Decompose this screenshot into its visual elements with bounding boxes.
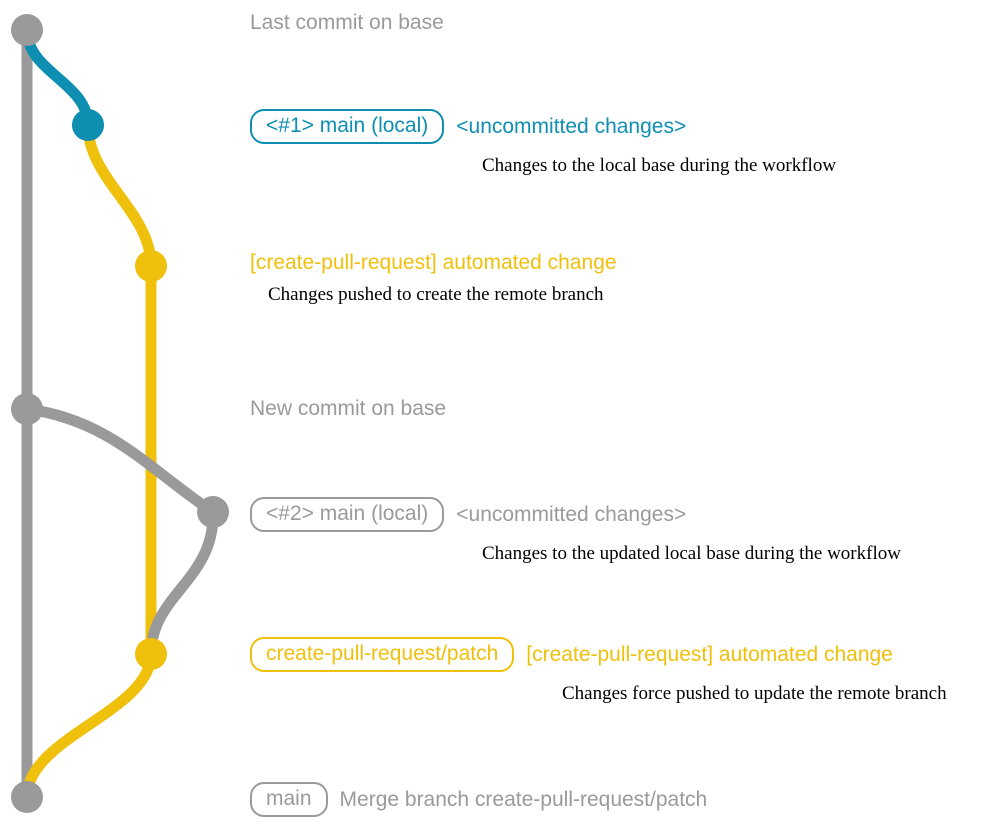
commit-row-automated-1: [create-pull-request] automated change C… bbox=[250, 252, 617, 304]
commit-node-patch-2[interactable] bbox=[135, 638, 167, 670]
commit-subject: [create-pull-request] automated change bbox=[526, 643, 893, 666]
commit-row-local-1: <#1> main (local) <uncommitted changes> … bbox=[250, 109, 836, 175]
commit-row-merge: main Merge branch create-pull-request/pa… bbox=[250, 782, 707, 817]
commit-node-local-2[interactable] bbox=[197, 496, 229, 528]
ref-badge-create-pull-request-patch[interactable]: create-pull-request/patch bbox=[250, 637, 515, 672]
commit-node-local-1[interactable] bbox=[72, 109, 104, 141]
commit-row-new-base: New commit on base bbox=[250, 398, 446, 419]
commit-node-merge[interactable] bbox=[11, 781, 43, 813]
commit-row-head: [create-pull-request] automated change bbox=[250, 252, 617, 273]
commit-row-head: main Merge branch create-pull-request/pa… bbox=[250, 782, 707, 817]
commit-subject: Last commit on base bbox=[250, 11, 444, 34]
ref-badge-main-local-1[interactable]: <#1> main (local) bbox=[250, 109, 445, 144]
commit-row-head: New commit on base bbox=[250, 398, 446, 419]
commit-note: Changes force pushed to update the remot… bbox=[562, 683, 947, 704]
ref-badge-main-local-2[interactable]: <#2> main (local) bbox=[250, 497, 445, 532]
commit-row-last-commit: Last commit on base bbox=[250, 12, 444, 33]
commit-subject: <uncommitted changes> bbox=[456, 115, 687, 138]
commit-row-head: create-pull-request/patch [create-pull-r… bbox=[250, 637, 947, 672]
commit-nodes bbox=[11, 14, 229, 813]
edge-local2-to-patch2 bbox=[145, 506, 219, 660]
commit-row-head: Last commit on base bbox=[250, 12, 444, 33]
commit-note: Changes to the local base during the wor… bbox=[482, 155, 837, 176]
commit-subject: [create-pull-request] automated change bbox=[250, 251, 617, 274]
commit-node-base-head[interactable] bbox=[11, 14, 43, 46]
commit-subject: <uncommitted changes> bbox=[456, 503, 687, 526]
commit-row-local-2: <#2> main (local) <uncommitted changes> … bbox=[250, 497, 901, 563]
commit-node-base-new[interactable] bbox=[11, 393, 43, 425]
commit-note: Changes to the updated local base during… bbox=[482, 543, 901, 564]
commit-node-patch-1[interactable] bbox=[135, 250, 167, 282]
commit-row-head: <#1> main (local) <uncommitted changes> bbox=[250, 109, 836, 144]
edge-patch2-to-merge bbox=[21, 648, 157, 803]
commit-subject: New commit on base bbox=[250, 397, 447, 420]
commit-note: Changes pushed to create the remote bran… bbox=[268, 284, 604, 305]
edge-local1-to-patch1 bbox=[82, 119, 157, 272]
edge-basenew-to-local2 bbox=[21, 403, 219, 518]
commit-subject: Merge branch create-pull-request/patch bbox=[339, 788, 708, 811]
commit-row-automated-2: create-pull-request/patch [create-pull-r… bbox=[250, 637, 947, 703]
commit-row-head: <#2> main (local) <uncommitted changes> bbox=[250, 497, 901, 532]
ref-badge-main[interactable]: main bbox=[250, 782, 328, 817]
